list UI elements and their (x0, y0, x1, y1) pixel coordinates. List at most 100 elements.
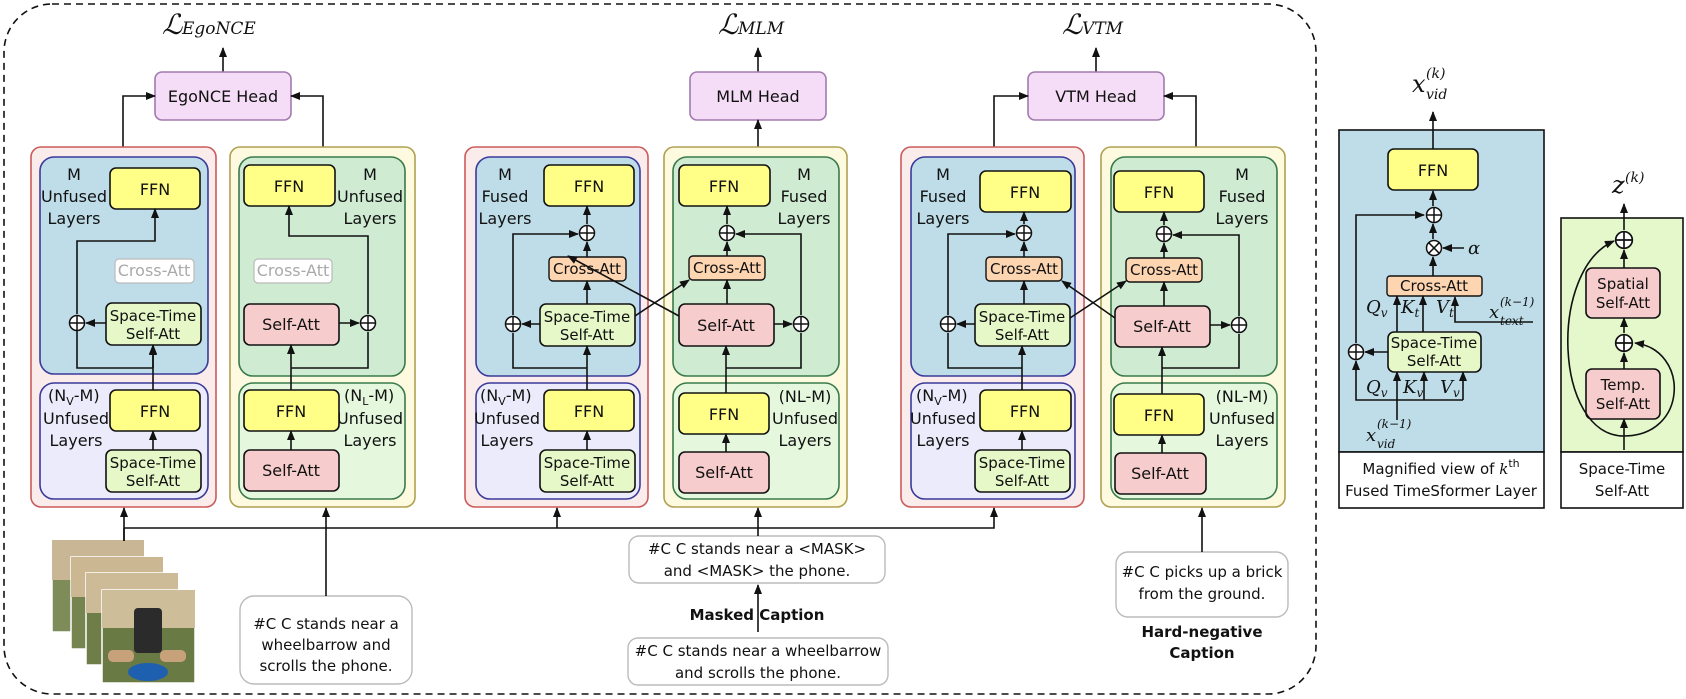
svg-text:Unfused: Unfused (474, 409, 540, 428)
svg-text:Space-Time: Space-Time (979, 454, 1065, 472)
caption-input-1: #C C stands near a wheelbarrow and scrol… (239, 595, 413, 685)
svg-text:Space-Time: Space-Time (1579, 460, 1665, 478)
svg-text:Cross-Att: Cross-Att (693, 259, 761, 277)
svg-text:Cross-Att: Cross-Att (1130, 261, 1198, 279)
svg-text:Cross-Att: Cross-Att (118, 261, 191, 280)
svg-text:(NL-M): (NL-M) (1216, 387, 1269, 406)
svg-text:Unfused: Unfused (337, 187, 403, 206)
svg-text:VTM Head: VTM Head (1055, 87, 1136, 106)
svg-text:Self-Att: Self-Att (695, 463, 753, 482)
vtm-loss: ℒ VTM (1062, 8, 1124, 41)
svg-text:#C C stands near a: #C C stands near a (253, 615, 399, 633)
svg-text:Self-Att: Self-Att (126, 472, 180, 490)
svg-text:Self-Att: Self-Att (697, 316, 755, 335)
svg-text:and scrolls the phone.: and scrolls the phone. (675, 664, 841, 682)
space-time-attention-panel: Space-Time Self-Att z (k) Spatial Self-A… (1560, 170, 1684, 509)
svg-text:Layers: Layers (778, 209, 831, 228)
svg-text:Vv: Vv (1440, 377, 1460, 400)
egonce-head: EgoNCE Head (154, 71, 292, 121)
svg-text:FFN: FFN (709, 405, 739, 424)
svg-text:Unfused: Unfused (337, 409, 403, 428)
svg-text:(NV-M): (NV-M) (48, 386, 100, 408)
svg-text:Space-Time: Space-Time (110, 307, 196, 325)
hard-negative-caption-box: #C C picks up a brick from the ground. (1115, 551, 1289, 618)
svg-text:Space-Time: Space-Time (544, 308, 630, 326)
svg-text:Self-Att: Self-Att (560, 326, 614, 344)
svg-text:α: α (1468, 238, 1480, 259)
svg-text:FFN: FFN (1418, 161, 1448, 180)
svg-text:Self-Att: Self-Att (995, 472, 1049, 490)
svg-text:MLM Head: MLM Head (716, 87, 799, 106)
svg-text:Qv: Qv (1366, 377, 1388, 400)
text-encoder-1: M Unfused Layers (NL-M) Unfused Layers F… (229, 146, 416, 508)
svg-text:(k−1): (k−1) (1500, 295, 1535, 309)
svg-text:Self-Att: Self-Att (1596, 294, 1650, 312)
svg-text:FFN: FFN (140, 402, 170, 421)
mlm-head: MLM Head (689, 71, 827, 121)
svg-text:Self-Att: Self-Att (1133, 317, 1191, 336)
text-encoder-2: M Fused Layers (NL-M) Unfused Layers FFN… (663, 146, 848, 508)
svg-text:Layers: Layers (344, 431, 397, 450)
svg-text:FFN: FFN (1144, 183, 1174, 202)
vtm-head: VTM Head (1027, 71, 1165, 121)
text-encoder-3: M Fused Layers (NL-M) Unfused Layers FFN… (1100, 146, 1286, 508)
svg-text:Kv: Kv (1402, 377, 1423, 400)
svg-text:M: M (936, 165, 950, 184)
svg-text:Fused: Fused (920, 187, 967, 206)
video-encoder-2: M Fused Layers (NV-M) Unfused Layers FFN… (464, 146, 649, 508)
svg-text:Space-Time: Space-Time (979, 308, 1065, 326)
svg-text:Fused: Fused (781, 187, 828, 206)
svg-text:Unfused: Unfused (1209, 409, 1275, 428)
svg-text:Unfused: Unfused (910, 409, 976, 428)
svg-text:FFN: FFN (574, 177, 604, 196)
svg-text:M: M (363, 165, 377, 184)
original-caption-box: #C C stands near a wheelbarrow and scrol… (627, 637, 889, 686)
svg-text:M: M (797, 165, 811, 184)
svg-text:Layers: Layers (917, 209, 970, 228)
svg-text:MLM: MLM (737, 19, 785, 39)
svg-text:VTM: VTM (1082, 19, 1124, 39)
masked-caption-label: Masked Caption (690, 606, 825, 624)
svg-text:Vt: Vt (1436, 297, 1454, 320)
svg-text:(k): (k) (1426, 66, 1445, 82)
svg-text:#C C picks up a brick: #C C picks up a brick (1122, 563, 1283, 581)
svg-text:Cross-Att: Cross-Att (553, 260, 621, 278)
svg-text:Space-Time: Space-Time (1391, 334, 1477, 352)
svg-text:Fused: Fused (482, 187, 529, 206)
svg-text:wheelbarrow and: wheelbarrow and (261, 636, 390, 654)
svg-text:ℒ: ℒ (162, 8, 183, 41)
magnified-fused-layer-panel: Magnified view of kth Fused TimeSformer … (1338, 66, 1545, 509)
main-dashed-frame (3, 3, 1317, 695)
svg-text:(k): (k) (1625, 170, 1644, 186)
egonce-loss: ℒ EgoNCE (162, 8, 256, 41)
svg-text:M: M (67, 165, 81, 184)
video-frames (51, 539, 196, 684)
svg-text:Layers: Layers (50, 431, 103, 450)
svg-text:Layers: Layers (481, 431, 534, 450)
svg-text:Layers: Layers (479, 209, 532, 228)
svg-text:EgoNCE: EgoNCE (181, 19, 256, 39)
svg-text:Unfused: Unfused (772, 409, 838, 428)
svg-text:Layers: Layers (1216, 431, 1269, 450)
svg-text:EgoNCE Head: EgoNCE Head (168, 87, 278, 106)
svg-text:Cross-Att: Cross-Att (990, 260, 1058, 278)
svg-text:Self-Att: Self-Att (1407, 352, 1461, 370)
svg-text:Temp.: Temp. (1600, 376, 1646, 394)
svg-text:x: x (1412, 70, 1426, 98)
svg-text:Cross-Att: Cross-Att (257, 261, 330, 280)
masked-caption-box: #C C stands near a <MASK> and <MASK> the… (628, 535, 886, 584)
svg-text:M: M (498, 165, 512, 184)
video-encoder-3: M Fused Layers (NV-M) Unfused Layers FFN… (900, 146, 1085, 508)
svg-text:Self-Att: Self-Att (126, 325, 180, 343)
svg-text:vid: vid (1426, 87, 1447, 103)
svg-text:Spatial: Spatial (1597, 275, 1649, 293)
svg-text:FFN: FFN (709, 177, 739, 196)
svg-text:(NL-M): (NL-M) (779, 387, 832, 406)
svg-text:Self-Att: Self-Att (560, 472, 614, 490)
svg-text:Self-Att: Self-Att (262, 461, 320, 480)
svg-text:Fused TimeSformer Layer: Fused TimeSformer Layer (1345, 482, 1538, 500)
svg-text:FFN: FFN (574, 402, 604, 421)
svg-text:text: text (1500, 314, 1524, 328)
mlm-loss: ℒ MLM (718, 8, 785, 41)
svg-text:Unfused: Unfused (43, 409, 109, 428)
